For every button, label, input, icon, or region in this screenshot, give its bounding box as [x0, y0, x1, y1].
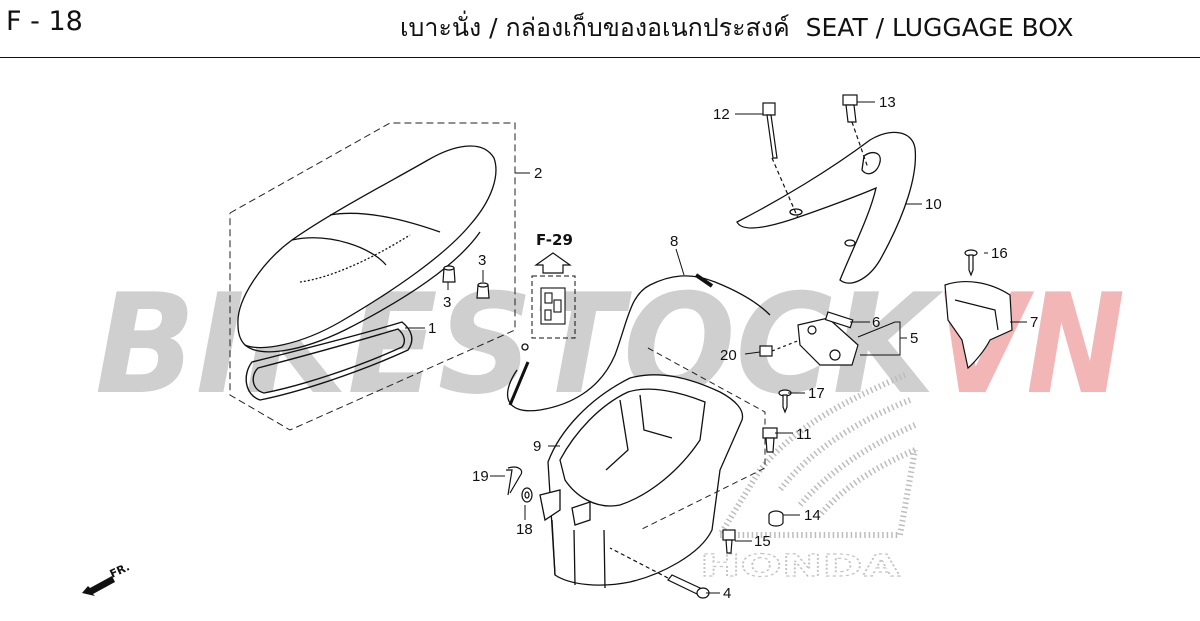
bolt-4	[609, 547, 710, 599]
rear-grab-rail	[736, 131, 917, 284]
seat-latch-assembly	[759, 311, 859, 366]
screw-16	[964, 249, 978, 277]
callout-labels: 1 2 3 3 4 5 6 7 8 9 10 11 12 13 14 15 16…	[428, 94, 1038, 602]
seat-lock-cable	[507, 273, 771, 412]
seat	[237, 145, 497, 353]
callout-19: 19	[472, 468, 489, 485]
callout-13: 13	[879, 94, 896, 111]
callout-18: 18	[516, 521, 533, 538]
callout-11: 11	[796, 426, 812, 443]
callout-17: 17	[808, 385, 825, 402]
exploded-parts-diagram: BIKESTOCK VN HONDA F-29	[82, 94, 1125, 602]
seat-cushions	[442, 265, 490, 299]
honda-wing-logo	[714, 372, 918, 538]
callout-12: 12	[713, 106, 730, 123]
bolt-13	[842, 94, 869, 169]
side-cover	[944, 280, 1013, 370]
callout-1: 1	[428, 320, 436, 337]
front-direction-marker: FR.	[82, 560, 132, 596]
luggage-box	[539, 374, 744, 589]
callout-8: 8	[670, 233, 678, 250]
header-divider	[0, 57, 1200, 58]
callout-3a: 3	[443, 294, 451, 311]
callout-6: 6	[872, 314, 880, 331]
callout-7: 7	[1030, 314, 1038, 331]
title-thai: เบาะนั่ง / กล่องเก็บของอเนกประสงค์	[400, 13, 790, 42]
honda-brand-text: HONDA	[700, 549, 901, 584]
callout-9: 9	[533, 438, 541, 455]
page-code: F - 18	[6, 6, 83, 37]
washer-18	[521, 487, 533, 503]
front-label: FR.	[108, 560, 132, 580]
callout-16: 16	[991, 245, 1008, 262]
reference-arrow-icon	[534, 252, 572, 274]
leader-lines	[405, 101, 1027, 594]
clip-19	[506, 466, 523, 496]
bolt-15	[722, 529, 736, 554]
reference-box-f29: F-29	[531, 231, 576, 339]
callout-20: 20	[720, 347, 737, 364]
callout-15: 15	[754, 533, 771, 550]
reference-label: F-29	[536, 231, 573, 249]
page-title: เบาะนั่ง / กล่องเก็บของอเนกประสงค์ SEAT …	[400, 8, 1073, 48]
callout-14: 14	[804, 507, 821, 524]
callout-4: 4	[723, 585, 731, 602]
front-arrow-icon	[82, 576, 115, 596]
callout-2: 2	[534, 165, 542, 182]
seat-group-outline	[229, 122, 516, 431]
luggage-box-hardware-outline	[639, 347, 766, 531]
screw-17	[778, 389, 792, 414]
title-english: SEAT / LUGGAGE BOX	[805, 13, 1074, 42]
seat-rubber-seal	[245, 321, 413, 401]
callout-5: 5	[910, 330, 918, 347]
bolt-12	[762, 102, 799, 219]
page-header: F - 18 เบาะนั่ง / กล่องเก็บของอเนกประสงค…	[0, 0, 1200, 58]
nut-14	[768, 510, 784, 527]
callout-10: 10	[925, 196, 942, 213]
callout-3b: 3	[478, 252, 486, 269]
